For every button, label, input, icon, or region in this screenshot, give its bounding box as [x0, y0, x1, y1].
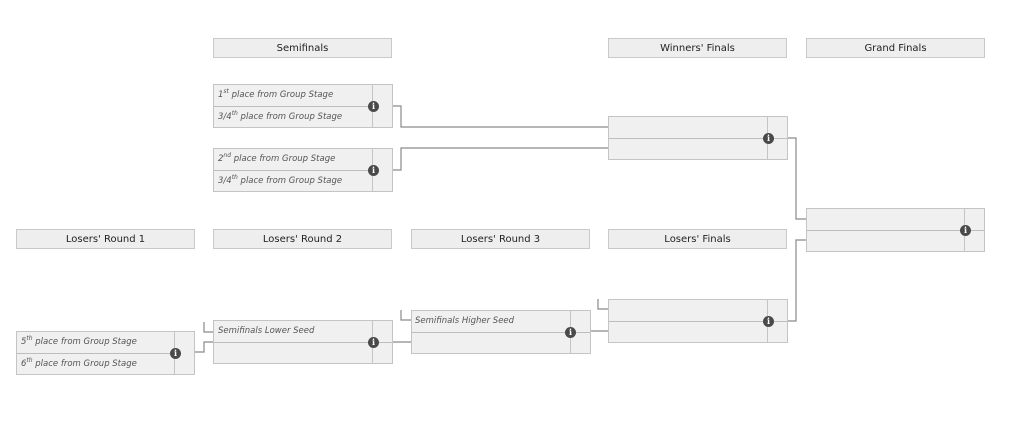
connector-semi1-wf [391, 105, 608, 128]
info-icon[interactable]: i [763, 133, 774, 144]
connector-lf-gf [786, 239, 806, 322]
match-divider [412, 332, 590, 333]
match-divider [609, 138, 787, 139]
slot-1: 1st place from Group Stage [218, 88, 334, 100]
slot-1: 5th place from Group Stage [21, 335, 137, 347]
info-icon[interactable]: i [368, 337, 379, 348]
info-icon[interactable]: i [170, 348, 181, 359]
connector-wf-gf [786, 137, 806, 220]
slot-2: 3/4th place from Group Stage [214, 170, 373, 191]
dropin-lf [597, 299, 608, 310]
slot-2: 6th place from Group Stage [17, 353, 176, 374]
header-grand-finals: Grand Finals [806, 38, 985, 58]
slot-2: 3/4th place from Group Stage [214, 106, 373, 127]
info-icon[interactable]: i [960, 225, 971, 236]
match-divider [214, 342, 392, 343]
info-icon[interactable]: i [565, 327, 576, 338]
match-divider [807, 230, 984, 231]
info-icon[interactable]: i [763, 316, 774, 327]
match-losers-round-1[interactable]: 5th place from Group Stage 6th place fro… [16, 331, 195, 375]
note-semifinals-higher-seed: Semifinals Higher Seed [415, 316, 515, 326]
header-losers-finals: Losers' Finals [608, 229, 787, 249]
connector-lr1-lr2 [194, 341, 213, 353]
match-losers-finals[interactable]: i [608, 299, 788, 343]
match-semifinal-1[interactable]: 1st place from Group Stage 3/4th place f… [213, 84, 393, 128]
dropin-lr3 [400, 310, 411, 321]
match-grand-finals[interactable]: i [806, 208, 985, 252]
header-semifinals: Semifinals [213, 38, 392, 58]
match-losers-round-2[interactable]: i [213, 320, 393, 364]
match-winners-finals[interactable]: i [608, 116, 788, 160]
slot-1: 2nd place from Group Stage [218, 152, 336, 164]
header-losers-round-3: Losers' Round 3 [411, 229, 590, 249]
info-icon[interactable]: i [368, 101, 379, 112]
note-semifinals-lower-seed: Semifinals Lower Seed [218, 326, 315, 336]
match-divider [609, 321, 787, 322]
header-losers-round-1: Losers' Round 1 [16, 229, 195, 249]
info-icon[interactable]: i [368, 165, 379, 176]
match-losers-round-3[interactable]: i [411, 310, 591, 354]
header-losers-round-2: Losers' Round 2 [213, 229, 392, 249]
dropin-lr2 [203, 322, 213, 333]
match-semifinal-2[interactable]: 2nd place from Group Stage 3/4th place f… [213, 148, 393, 192]
connector-semi2-wf [391, 147, 608, 171]
header-winners-finals: Winners' Finals [608, 38, 787, 58]
